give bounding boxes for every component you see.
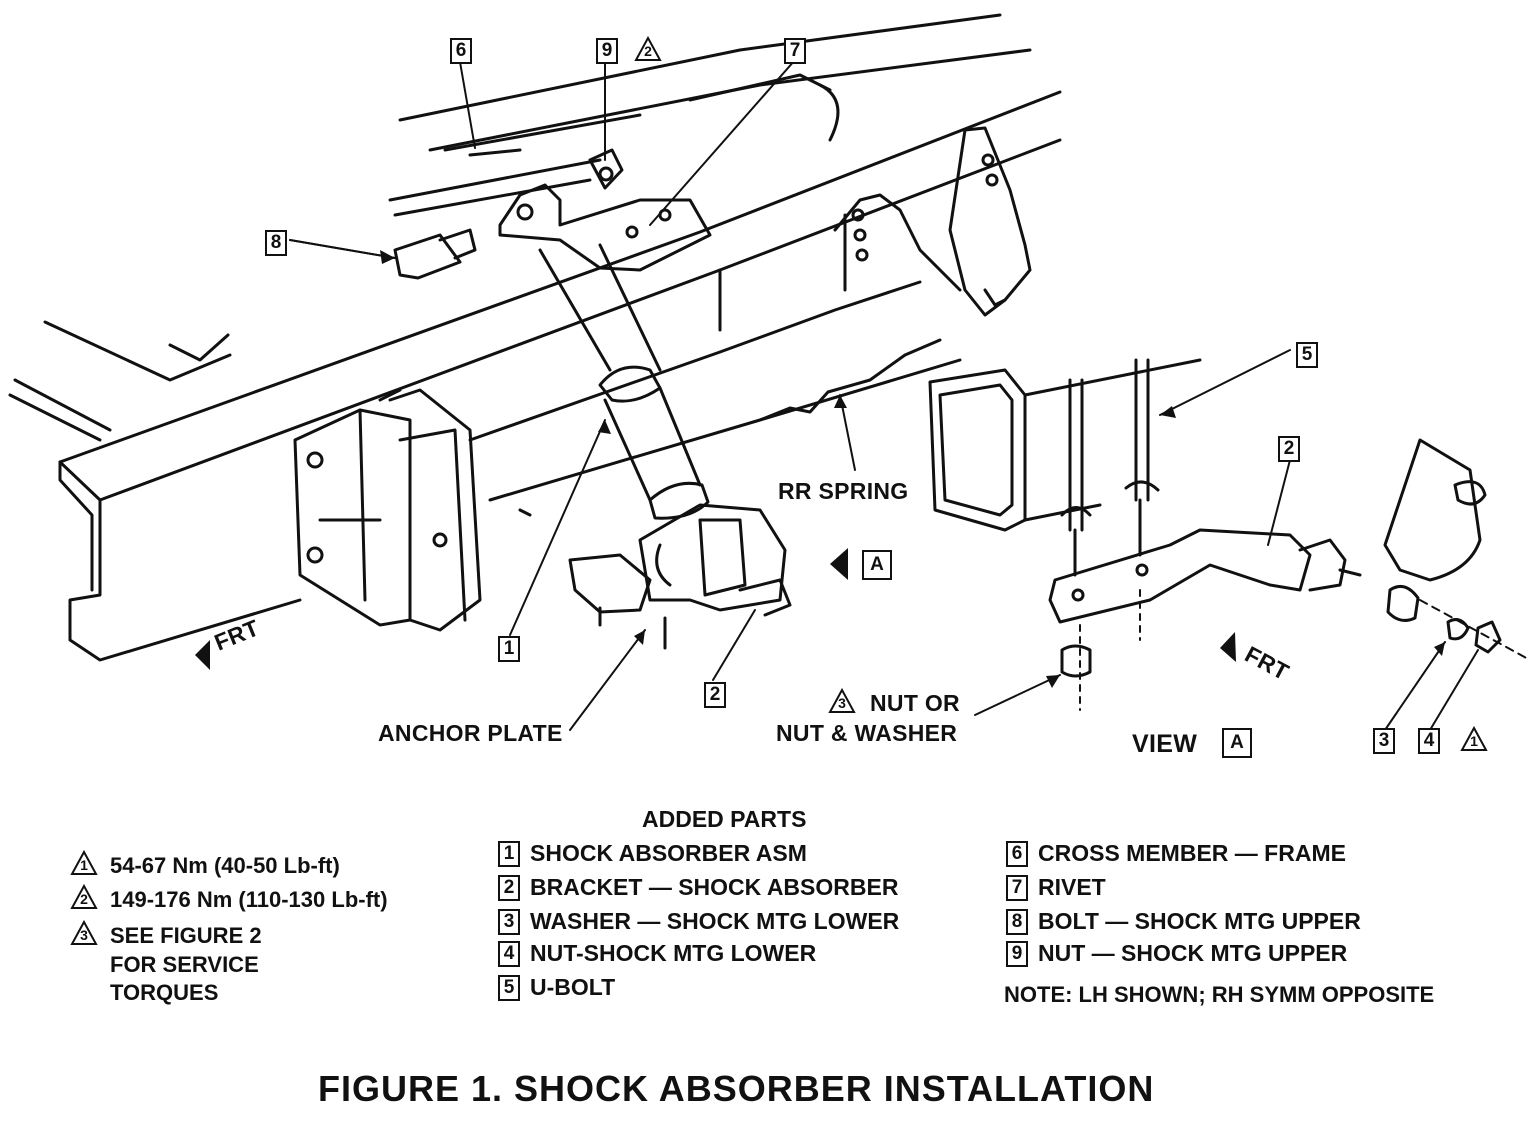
- callout-a-view: A: [1222, 728, 1252, 758]
- front-hanger: [293, 388, 532, 632]
- torque-triangle-3-nut: 3: [828, 688, 856, 714]
- legend-item-7: 7 RIVET: [1006, 874, 1106, 901]
- legend-item-2: 2 BRACKET — SHOCK ABSORBER: [498, 874, 898, 901]
- legend-text: CROSS MEMBER — FRAME: [1038, 840, 1346, 866]
- callout-1: 1: [498, 636, 520, 662]
- callout-3: 3: [1373, 728, 1395, 754]
- legend-num: 1: [498, 840, 520, 867]
- legend-text: RIVET: [1038, 874, 1106, 900]
- legend-num: 8: [1006, 908, 1028, 935]
- torque-text-2: 149-176 Nm (110-130 Lb-ft): [110, 887, 388, 912]
- legend-item-6: 6 CROSS MEMBER — FRAME: [1006, 840, 1346, 867]
- frame-rail: [8, 90, 1062, 662]
- label-anchor-plate: ANCHOR PLATE: [378, 720, 563, 746]
- legend-text: SHOCK ABSORBER ASM: [530, 840, 807, 866]
- legend-num: 2: [498, 874, 520, 901]
- shock-absorber: [538, 243, 787, 612]
- spring-hanger: [948, 126, 1032, 317]
- callout-4: 4: [1418, 728, 1440, 754]
- legend-num: 9: [1006, 940, 1028, 967]
- label-nut-washer: NUT & WASHER: [776, 720, 958, 746]
- leaf-spring: [468, 193, 962, 502]
- legend-text: WASHER — SHOCK MTG LOWER: [530, 908, 900, 934]
- legend-num: 4: [498, 940, 520, 967]
- view-a-frame-section: [928, 358, 1202, 532]
- torque-spec-3-cont-2: TORQUES: [110, 980, 219, 1005]
- anchor-plate-drawing: [568, 553, 792, 650]
- view-a-parts: [1048, 358, 1531, 711]
- legend-num: 7: [1006, 874, 1028, 901]
- torque-text-3: SEE FIGURE 2: [110, 923, 262, 948]
- legend-item-3: 3 WASHER — SHOCK MTG LOWER: [498, 908, 899, 935]
- leader-lines: [289, 59, 1479, 731]
- label-rr-spring: RR SPRING: [778, 478, 909, 504]
- cross-member: [388, 13, 1032, 217]
- symmetry-note: NOTE: LH SHOWN; RH SYMM OPPOSITE: [1004, 982, 1435, 1007]
- callout-6: 6: [450, 38, 472, 64]
- torque-triangle-1: 1: [70, 850, 98, 876]
- callout-2-mid: 2: [704, 682, 726, 708]
- label-view: VIEW: [1132, 730, 1198, 758]
- torque-triangle-2-top: 2: [634, 36, 662, 62]
- frt-arrows: [195, 548, 1236, 670]
- torque-spec-3-cont-1: FOR SERVICE: [110, 952, 259, 977]
- legend-item-9: 9 NUT — SHOCK MTG UPPER: [1006, 940, 1347, 967]
- torque-text-1: 54-67 Nm (40-50 Lb-ft): [110, 853, 340, 878]
- callout-9: 9: [596, 38, 618, 64]
- callout-7: 7: [784, 38, 806, 64]
- legend-item-5: 5 U-BOLT: [498, 974, 615, 1001]
- added-parts-title: ADDED PARTS: [642, 806, 807, 832]
- torque-triangle-3: 3: [70, 920, 98, 946]
- callout-5: 5: [1296, 342, 1318, 368]
- upper-bracket: [289, 148, 712, 280]
- legend-item-8: 8 BOLT — SHOCK MTG UPPER: [1006, 908, 1361, 935]
- legend-text: BRACKET — SHOCK ABSORBER: [530, 874, 899, 900]
- callout-8: 8: [265, 230, 287, 256]
- legend-text: NUT-SHOCK MTG LOWER: [530, 940, 817, 966]
- legend-text: U-BOLT: [530, 974, 616, 1000]
- callout-a-arrow: A: [862, 550, 892, 580]
- legend-num: 5: [498, 974, 520, 1001]
- legend-item-4: 4 NUT-SHOCK MTG LOWER: [498, 940, 816, 967]
- legend-text: BOLT — SHOCK MTG UPPER: [1038, 908, 1361, 934]
- legend-num: 6: [1006, 840, 1028, 867]
- legend-text: NUT — SHOCK MTG UPPER: [1038, 940, 1348, 966]
- arrowheads: [380, 250, 1445, 688]
- legend-item-1: 1 SHOCK ABSORBER ASM: [498, 840, 807, 867]
- figure-title: FIGURE 1. SHOCK ABSORBER INSTALLATION: [318, 1068, 1155, 1109]
- callout-2-view: 2: [1278, 436, 1300, 462]
- torque-triangle-2: 2: [70, 884, 98, 910]
- torque-triangle-1-view: 1: [1460, 726, 1488, 752]
- legend-num: 3: [498, 908, 520, 935]
- label-nut-or: NUT OR: [870, 690, 960, 716]
